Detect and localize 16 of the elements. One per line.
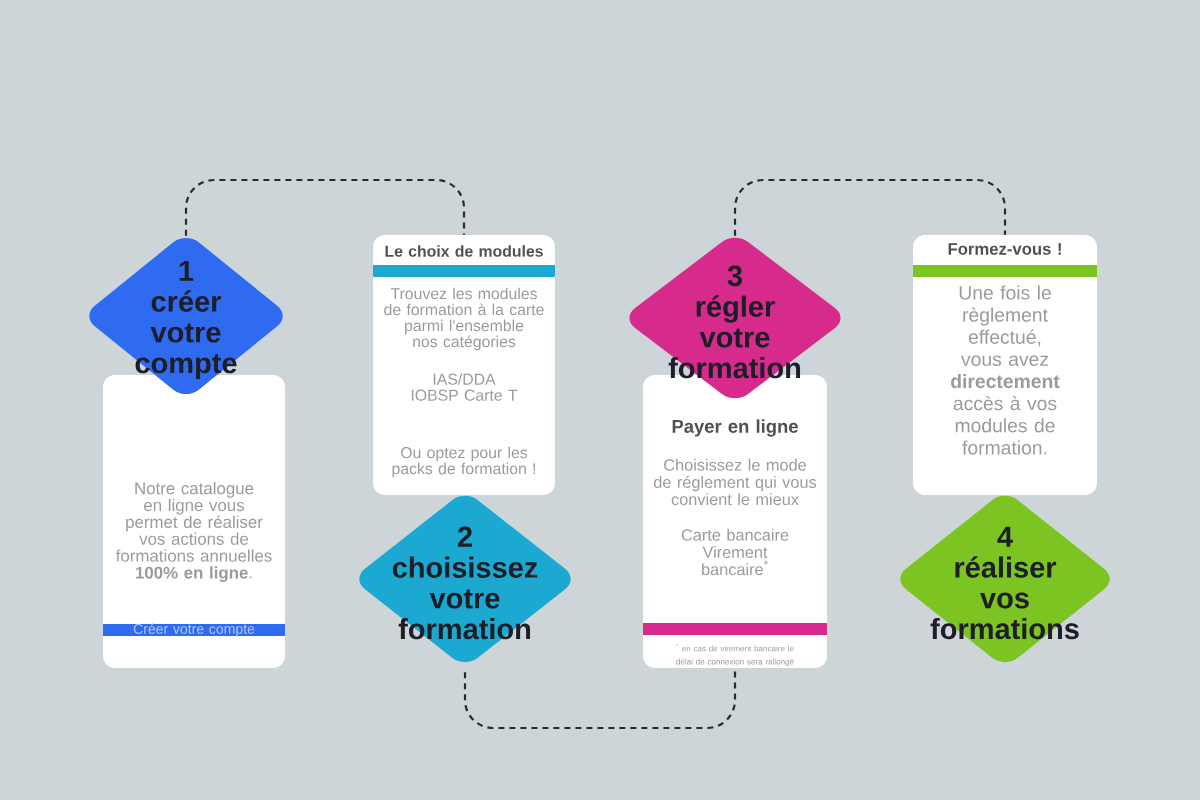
card-heading: Le choix de modules	[385, 245, 543, 257]
info-card	[913, 235, 1097, 495]
card-text: IAS/DDA IOBSP Carte T	[411, 373, 518, 401]
info-card	[373, 235, 555, 495]
card-text: Carte bancaire Virement bancaire$^{*}$	[681, 528, 789, 576]
dashed-connector	[733, 178, 1007, 236]
footnote: $^{*}$ en cas de virement bancaire le délai de connexion sera rallongé	[676, 643, 794, 667]
card-text: Trouvez les modules de formation à la carte parmi l'ensemble nos catégories	[384, 287, 544, 351]
card-heading: Payer en ligne	[672, 419, 798, 437]
card-text: Ou optez pour les packs de formation !	[392, 446, 536, 478]
card-text: Une fois le règlement effectué, vous avez directement accès à vos modules de formation.	[951, 285, 1060, 455]
card-heading: Formez-vous !	[948, 243, 1061, 255]
card-text: Notre catalogue en ligne vous permet de réaliser vos actions de formations annuelles 100% en ligne.	[115, 481, 272, 583]
card-text: Choisissez le mode de réglement qui vous convient le mieux	[653, 458, 817, 506]
link-bar: Créer votre compte	[103, 623, 285, 637]
dashed-connector	[184, 178, 466, 236]
